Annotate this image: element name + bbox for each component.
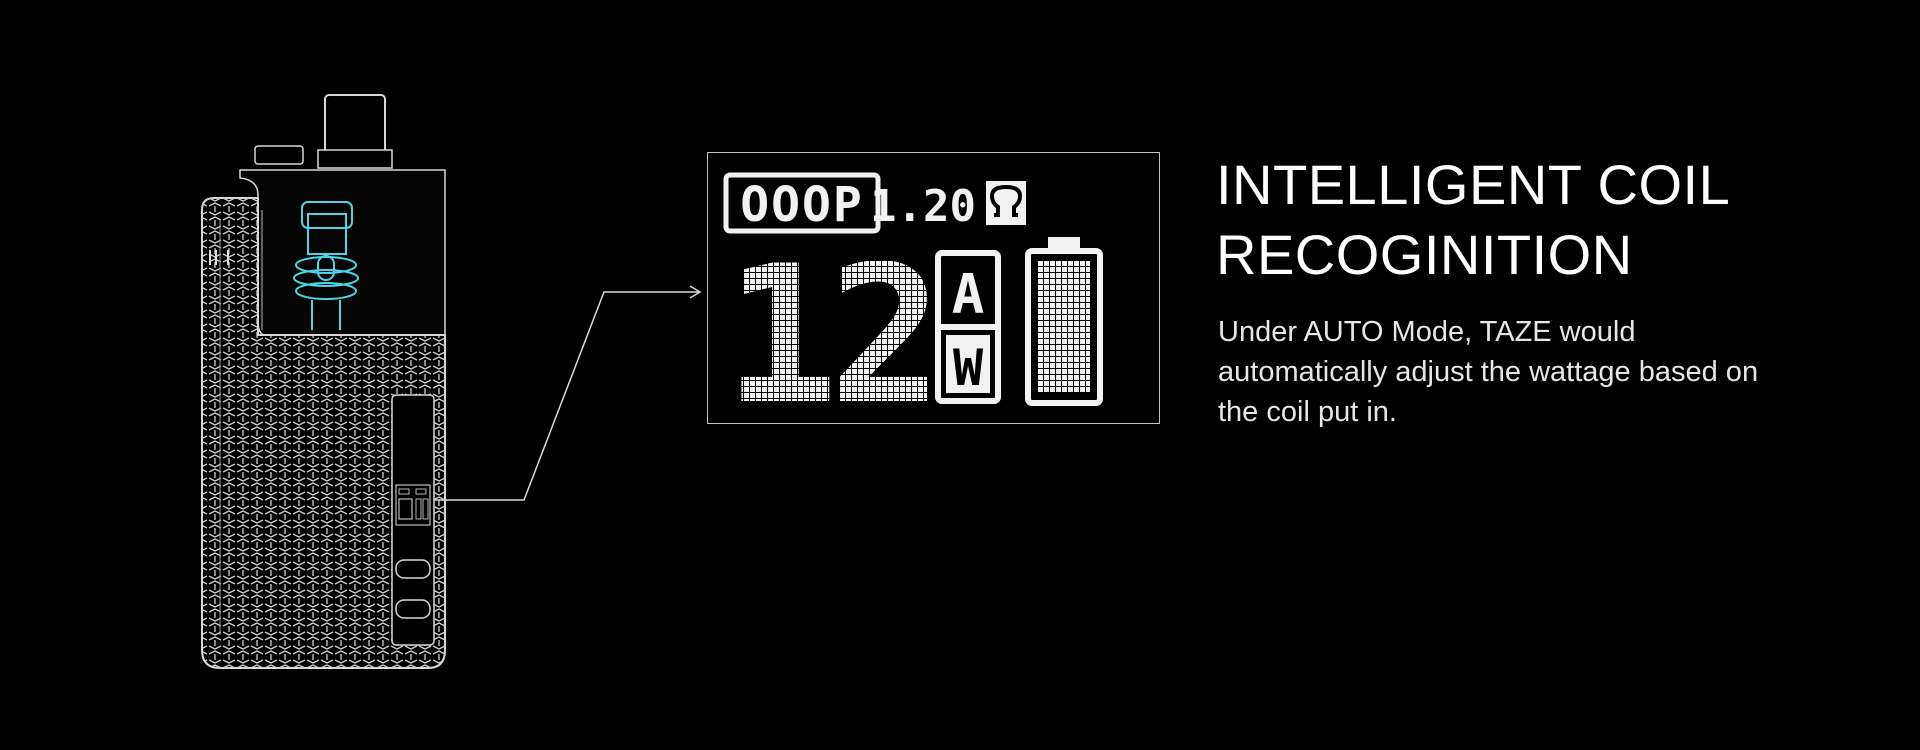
pod-cartridge	[239, 169, 446, 336]
title-line-1: INTELLIGENT COIL	[1216, 153, 1731, 216]
indicator-watt: W	[953, 339, 984, 397]
coil-icon	[293, 201, 359, 330]
mode-label: OOOP	[740, 177, 864, 233]
device-mini-screen	[395, 484, 431, 526]
wattage-value: 12	[724, 225, 933, 422]
battery-fill	[1038, 261, 1090, 393]
fire-button-top	[254, 145, 304, 165]
indicator-auto: A	[952, 263, 985, 326]
screen-zoom-panel: OOOP 1.20 12 A W	[707, 152, 1160, 424]
mode-frame	[723, 172, 881, 234]
adjust-buttons	[395, 559, 431, 619]
lcd-display: OOOP 1.20 12 A W	[723, 172, 1103, 422]
drip-tip	[317, 94, 393, 169]
resistance-value: 1.20	[870, 181, 976, 232]
device-illustration	[201, 94, 446, 669]
title-line-2: RECOGINITION	[1216, 223, 1633, 286]
unit-indicator: A W	[935, 250, 1001, 404]
feature-description: Under AUTO Mode, TAZE would automaticall…	[1218, 316, 1759, 428]
page-title: INTELLIGENT COIL RECOGINITION	[1216, 150, 1836, 290]
ohm-icon	[986, 181, 1026, 225]
battery-icon	[1025, 237, 1103, 406]
